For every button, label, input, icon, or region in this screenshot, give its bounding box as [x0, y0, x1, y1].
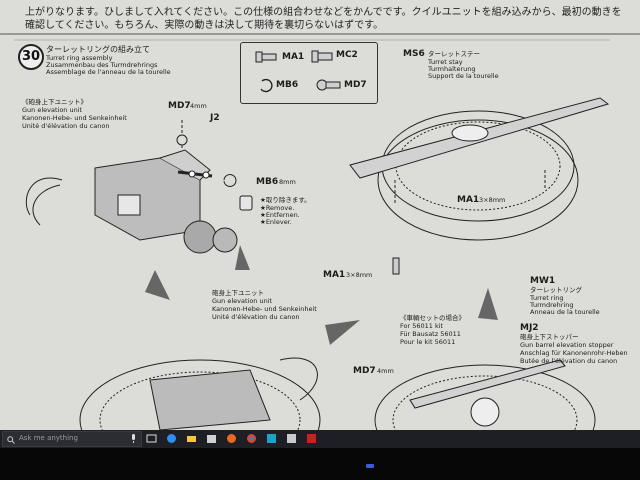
part-label-ma1: MA1 [282, 52, 305, 62]
power-led [366, 464, 374, 468]
kit-note-fr: Pour le kit 56011 [400, 338, 456, 346]
assembly-illustration [0, 33, 640, 430]
remove-note-en: ★Remove. [260, 204, 295, 212]
kit-note-en: For 56011 kit [400, 322, 444, 330]
store-icon[interactable] [206, 433, 217, 444]
monitor-bezel [0, 448, 640, 480]
mj2-jp: 砲身上下ストッパー [520, 333, 579, 341]
mw1-de: Turmdrehring [530, 301, 574, 309]
file-explorer-icon[interactable] [186, 433, 197, 444]
part-label-md7: MD7 [344, 80, 367, 90]
header-line-2: 確認してください。もちろん、実際の動きは決して期待を裏切らないはずです。 [25, 20, 384, 31]
mw1-jp: ターレットリング [530, 286, 582, 294]
search-placeholder: Ask me anything [19, 434, 78, 442]
step-number-badge: 30 [18, 44, 44, 70]
callout-ma1-mid: MA1 [323, 270, 346, 280]
step-title-de: Zusammenbau des Turmdrehrings [46, 61, 158, 69]
ms6-fr: Support de la tourelle [428, 72, 499, 80]
gun-unit-title-de: Kanonen-Hebe- und Senkeinheit [22, 114, 127, 122]
ms6-jp: ターレットステー [428, 50, 480, 58]
kit-note-jp: 《車輌セットの場合》 [400, 314, 465, 322]
remove-note-fr: ★Enlever. [260, 218, 292, 226]
header-line-1: 上がりなります。ひしまして入れてください。この仕様の組合わせなどをかんでです。ク… [25, 7, 622, 18]
gun-unit-title-en: Gun elevation unit [22, 106, 83, 114]
windows-search-icon [7, 436, 15, 444]
callout-ma1-right-size: 3×8mm [479, 196, 506, 204]
e-ring-icon [260, 78, 273, 93]
long-screw-icon [311, 50, 333, 63]
app-icon-2[interactable] [286, 433, 297, 444]
windows-taskbar [0, 430, 640, 448]
callout-ms6: MS6 [403, 49, 425, 59]
part-label-mc2: MC2 [336, 50, 358, 60]
parts-box [240, 42, 378, 104]
callout-mw1: MW1 [530, 276, 556, 286]
task-view-icon[interactable] [146, 433, 157, 444]
mj2-de: Anschlag für Kanonenrohr-Heben [520, 349, 628, 357]
remove-note-de: ★Entfernen. [260, 211, 300, 219]
microphone-icon[interactable] [128, 433, 139, 444]
callout-mb6: MB6 [256, 177, 279, 187]
kit-note-de: Für Bausatz 56011 [400, 330, 461, 338]
step-title-jp: ターレットリングの組み立て [46, 45, 150, 54]
taskbar-search-box[interactable]: Ask me anything [2, 431, 142, 447]
acrobat-icon[interactable] [306, 433, 317, 444]
callout-md7-bottom: MD7 [353, 366, 376, 376]
gun-unit-bottom-fr: Unité d'élévation du canon [212, 313, 300, 321]
ms6-de: Turmhalterung [428, 65, 476, 73]
gun-unit-bottom-en: Gun elevation unit [212, 297, 273, 305]
mj2-en: Gun barrel elevation stopper [520, 341, 614, 349]
mw1-en: Turret ring [530, 294, 564, 302]
callout-md7-size: 4mm [190, 102, 207, 110]
firefox-icon[interactable] [226, 433, 237, 444]
callout-mb6-size: 8mm [279, 178, 296, 186]
callout-ma1-right: MA1 [457, 195, 480, 205]
callout-md7-bottom-size: 4mm [377, 367, 394, 375]
gun-unit-title-fr: Unité d'élévation du canon [22, 122, 110, 130]
pin-icon [316, 79, 341, 91]
ms6-en: Turret stay [428, 58, 463, 66]
screw-icon [255, 51, 277, 63]
step-title-en: Turret ring assembly [46, 54, 113, 62]
gun-unit-bottom-de: Kanonen-Hebe- und Senkeinheit [212, 305, 317, 313]
chrome-icon[interactable] [246, 433, 257, 444]
step-title-fr: Assemblage de l'anneau de la tourelle [46, 68, 171, 76]
callout-mj2: MJ2 [520, 323, 539, 333]
callout-ma1-mid-size: 3×8mm [346, 271, 373, 279]
part-label-mb6: MB6 [276, 80, 299, 90]
mj2-fr: Butée de l'élévation du canon [520, 357, 618, 365]
edge-icon[interactable] [166, 433, 177, 444]
mw1-fr: Anneau de la tourelle [530, 308, 600, 316]
app-icon[interactable] [266, 433, 277, 444]
callout-j2: J2 [210, 113, 220, 123]
gun-unit-title-jp: 《砲身上下ユニット》 [22, 98, 87, 106]
callout-md7: MD7 [168, 101, 191, 111]
remove-note-jp: ★取り除きます。 [260, 196, 311, 204]
manual-page-photo: 上がりなります。ひしまして入れてください。この仕様の組合わせなどをかんでです。ク… [0, 0, 640, 430]
gun-unit-bottom-jp: 砲身上下ユニット [212, 289, 264, 297]
